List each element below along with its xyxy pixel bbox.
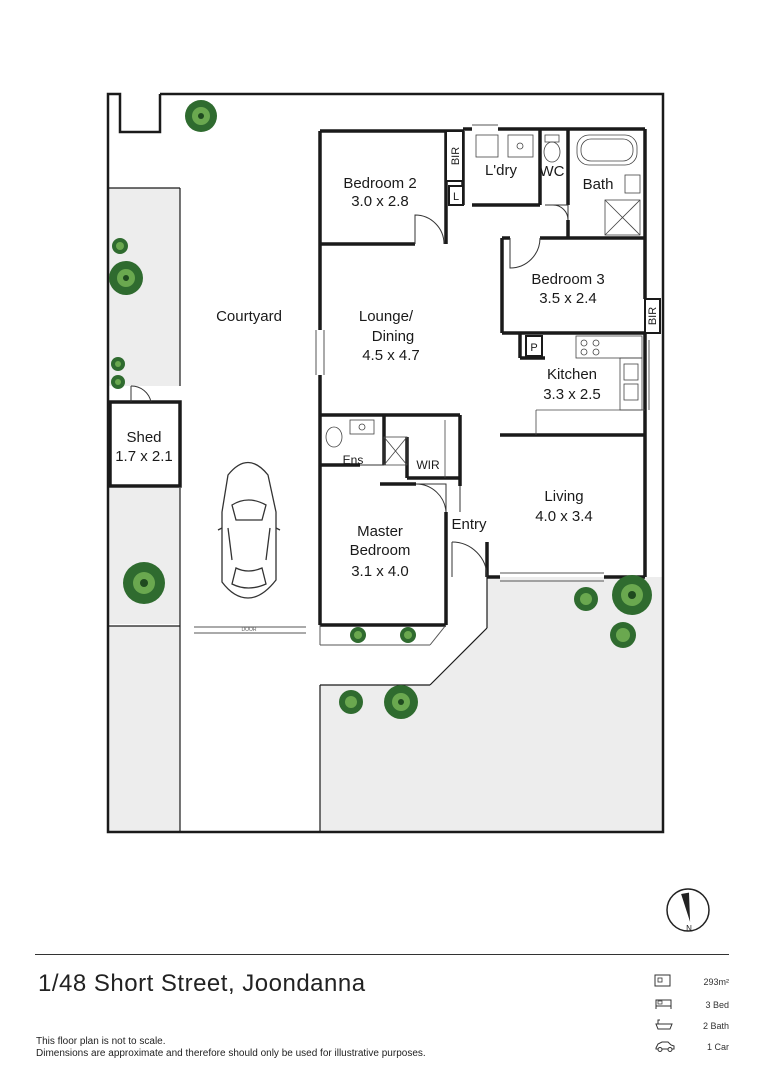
bir-label-bedroom3: BIR — [647, 307, 659, 325]
north-compass: N — [666, 888, 710, 933]
tree-icon — [339, 690, 363, 714]
linen-label: L — [453, 191, 459, 203]
living-name: Living — [544, 488, 583, 505]
courtyard-name: Courtyard — [216, 308, 282, 325]
trees — [109, 100, 652, 719]
tree-icon — [109, 261, 143, 295]
bed-icon — [655, 999, 672, 1009]
bath-value: 2 Bath — [702, 1021, 729, 1031]
land-area-value: 293m² — [703, 977, 729, 987]
car-side-icon — [655, 1041, 675, 1052]
room-labels: Bedroom 2 3.0 x 2.8 L'dry WC Bath Bedroo… — [115, 147, 659, 633]
ensuite-name: Ens — [343, 453, 364, 467]
tree-icon — [612, 575, 652, 615]
bedroom-2-name: Bedroom 2 — [343, 175, 416, 192]
lot-boundary — [106, 92, 665, 834]
wir-name: WIR — [416, 458, 440, 472]
fixtures — [325, 134, 645, 478]
pantry-label: P — [530, 342, 537, 354]
property-address: 1/48 Short Street, Joondanna — [38, 970, 366, 997]
bedroom-3-size: 3.5 x 2.4 — [539, 290, 597, 307]
master-size: 3.1 x 4.0 — [351, 563, 409, 580]
tree-icon — [111, 357, 125, 371]
lounge-name-line2: Dining — [372, 328, 415, 345]
footer-divider — [35, 954, 729, 955]
stat-bed: 3 Bed — [654, 997, 729, 1013]
master-name-line2: Bedroom — [350, 542, 411, 559]
bedroom-2-size: 3.0 x 2.8 — [351, 193, 409, 210]
car-icon — [217, 461, 281, 599]
laundry-name: L'dry — [485, 162, 518, 179]
living-size: 4.0 x 3.4 — [535, 508, 593, 525]
bathtub-icon — [655, 1019, 673, 1030]
tree-icon — [112, 238, 128, 254]
tree-icon — [123, 562, 165, 604]
master-name-line1: Master — [357, 523, 403, 540]
tree-icon — [574, 587, 598, 611]
tree-icon — [384, 685, 418, 719]
kitchen-size: 3.3 x 2.5 — [543, 386, 601, 403]
disclaimer: This floor plan is not to scale. Dimensi… — [36, 1036, 426, 1060]
shed-name: Shed — [126, 429, 161, 446]
house-walls — [108, 127, 647, 627]
bedroom-3-name: Bedroom 3 — [531, 271, 604, 288]
disclaimer-line-1: This floor plan is not to scale. — [36, 1036, 166, 1047]
bath-name: Bath — [583, 176, 614, 193]
tree-icon — [400, 627, 416, 643]
land-area-icon — [654, 974, 671, 987]
closets — [445, 130, 661, 357]
window-lines — [194, 124, 650, 646]
compass-north-label: N — [686, 924, 692, 933]
tree-icon — [185, 100, 217, 132]
garage-door-label: DOOR — [242, 627, 257, 633]
entry-name: Entry — [451, 516, 487, 533]
door-swings — [130, 204, 569, 578]
kitchen-name: Kitchen — [547, 366, 597, 383]
shed-size: 1.7 x 2.1 — [115, 448, 173, 465]
bir-label-bedroom2: BIR — [450, 147, 462, 165]
tree-icon — [610, 622, 636, 648]
lounge-size: 4.5 x 4.7 — [362, 347, 420, 364]
tree-icon — [350, 627, 366, 643]
lounge-name-line1: Lounge/ — [359, 308, 414, 325]
wc-name: WC — [540, 163, 565, 180]
stat-land-area: 293m² — [654, 974, 729, 990]
disclaimer-line-2: Dimensions are approximate and therefore… — [36, 1048, 426, 1059]
stat-car: 1 Car — [654, 1039, 729, 1055]
bed-value: 3 Bed — [705, 1000, 729, 1010]
floor-plan: Bedroom 2 3.0 x 2.8 L'dry WC Bath Bedroo… — [106, 92, 710, 933]
stat-bath: 2 Bath — [654, 1018, 729, 1034]
car-value: 1 Car — [706, 1042, 729, 1052]
tree-icon — [111, 375, 125, 389]
yard-areas — [108, 94, 663, 832]
